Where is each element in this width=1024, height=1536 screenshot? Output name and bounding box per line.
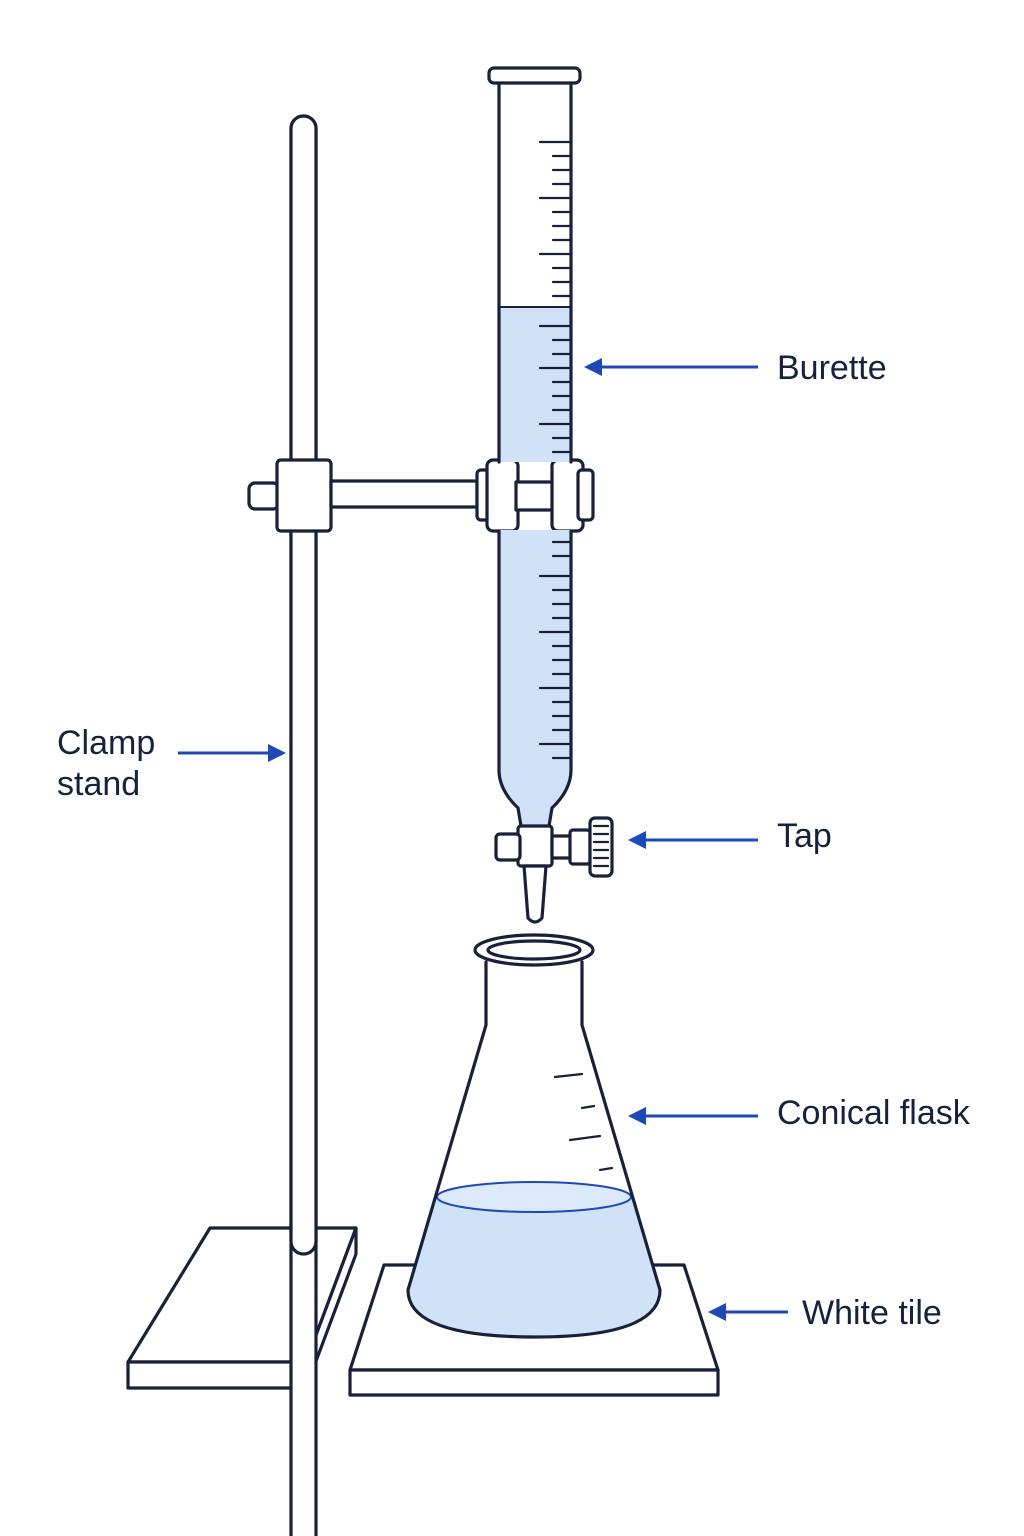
flask-liquid [408,1197,660,1337]
arrow-tap [628,831,758,849]
burette [487,66,614,924]
burette-liquid [499,307,571,830]
clamp-arm [329,479,479,509]
clamp [247,458,595,533]
tap [494,816,614,924]
tap-knob [588,816,614,878]
flask-liquid-surface [436,1181,632,1213]
clamp-stand [126,114,358,1536]
burette-rim [487,66,582,85]
label-conical-flask: Conical flask [777,1094,970,1132]
arrow-conical-flask [628,1107,758,1125]
burette-graduations [538,140,571,760]
conical-flask [406,933,662,1339]
label-burette: Burette [777,349,887,387]
burette-jet [522,864,548,924]
arrow-burette [584,358,758,376]
label-clamp-stand-line1: Clamp [57,724,156,762]
arrow-clamp-stand [178,744,286,762]
boss-head [275,458,333,533]
boss-screw [247,481,281,511]
label-clamp-stand-line2: stand [57,765,141,803]
arrow-white-tile [708,1303,788,1321]
label-tap: Tap [777,817,832,855]
label-white-tile: White tile [802,1294,942,1332]
